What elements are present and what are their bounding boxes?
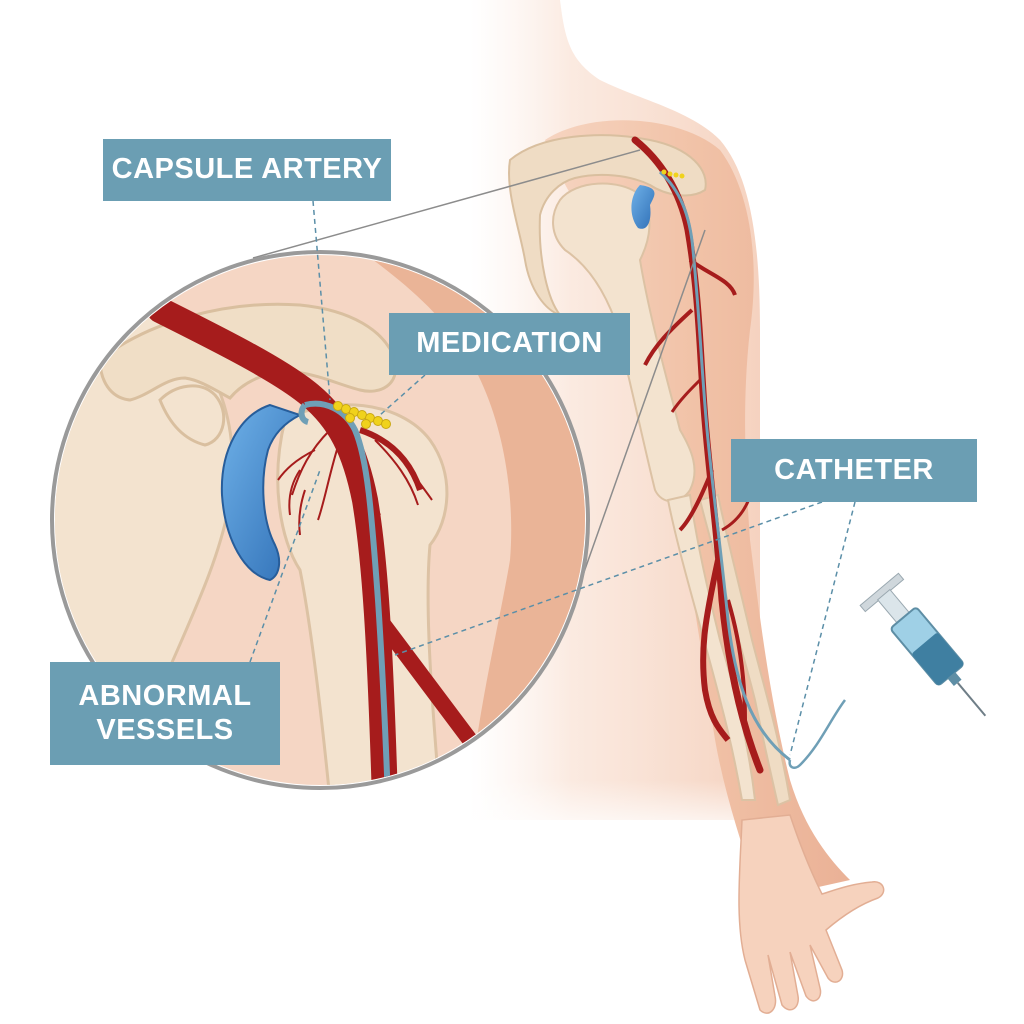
hand [738, 814, 885, 1014]
arm [508, 120, 885, 1014]
catheter-tube [788, 699, 847, 769]
glenoid-cartilage [220, 403, 303, 582]
label-catheter: CATHETER [731, 439, 977, 502]
glenoid-cartilage-small [631, 185, 655, 229]
leader-lines [249, 200, 856, 756]
label-abnormal-vessels: ABNORMAL VESSELS [50, 662, 280, 765]
label-abnormal-vessels-line1: ABNORMAL [78, 680, 252, 713]
label-abnormal-vessels-line2: VESSELS [96, 713, 234, 746]
radius-bone [666, 493, 757, 801]
zoom-catheter [304, 400, 391, 785]
label-capsule-artery-text: CAPSULE ARTERY [111, 153, 383, 186]
label-capsule-artery: CAPSULE ARTERY [103, 139, 391, 201]
label-catheter-text: CATHETER [774, 453, 934, 486]
arm-catheter [658, 170, 791, 762]
medication-dots-small [661, 169, 685, 179]
medication-dots [333, 401, 391, 429]
label-medication: MEDICATION [389, 313, 630, 375]
label-medication-text: MEDICATION [416, 327, 603, 360]
syringe-icon [859, 572, 987, 717]
magnifier-circle [50, 250, 590, 790]
scapula [508, 134, 707, 318]
